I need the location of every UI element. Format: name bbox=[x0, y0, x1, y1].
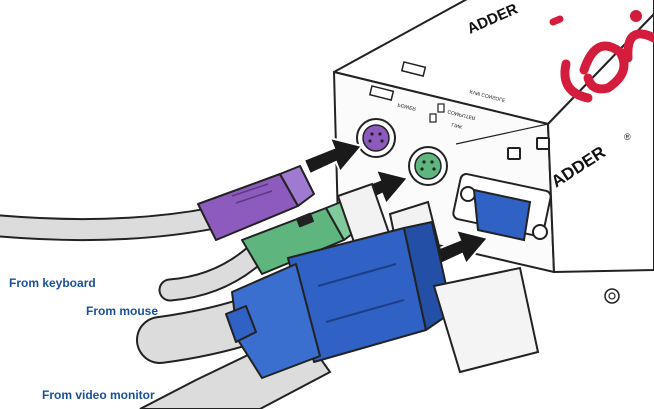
keyboard-cable bbox=[0, 206, 226, 242]
led-indicator bbox=[429, 113, 437, 123]
label-link: LINK bbox=[451, 121, 464, 130]
mouse-cable bbox=[158, 242, 268, 302]
keyboard-plug bbox=[197, 165, 315, 241]
callout-from-mouse: From mouse bbox=[86, 304, 159, 318]
ipc-logo-text: ipc bbox=[0, 0, 2, 1]
vga-port-icon bbox=[452, 173, 552, 242]
side-screw-icon bbox=[604, 288, 620, 304]
callout-from-video-monitor: From video monitor bbox=[42, 388, 155, 402]
front-button bbox=[536, 137, 550, 150]
ipc-logo bbox=[549, 10, 654, 103]
computer-rj45-icon bbox=[368, 85, 395, 101]
callout-from-keyboard: From keyboard bbox=[9, 276, 96, 290]
kvm-console-rj45-icon bbox=[400, 61, 427, 77]
label-power: POWER bbox=[397, 101, 417, 111]
front-button bbox=[507, 147, 521, 160]
registered-mark: ® bbox=[624, 132, 631, 142]
led-indicator bbox=[437, 103, 445, 113]
vga-sleeve bbox=[432, 266, 540, 374]
ps2-port-icon bbox=[408, 146, 448, 186]
front-panel-labels: KVM CONSOLE COMPUTER LINK POWER bbox=[368, 61, 550, 160]
arrow-icon bbox=[302, 136, 364, 176]
ps2-port-icon bbox=[356, 118, 396, 158]
